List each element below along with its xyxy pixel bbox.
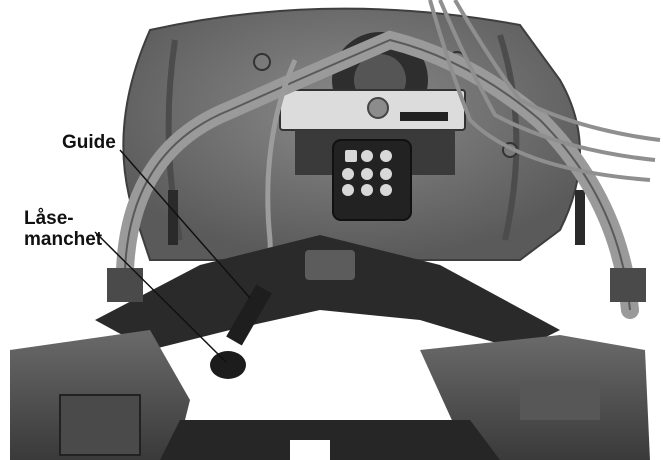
lock-sleeve-label: Låse- manchet <box>24 208 102 250</box>
cable <box>438 0 656 162</box>
bracket-emblem <box>305 250 355 280</box>
cable <box>453 0 661 142</box>
guide-leader-line <box>119 149 251 299</box>
corner-block <box>107 268 143 302</box>
bracket-plate <box>95 235 560 350</box>
frame-tube-edge <box>124 38 631 311</box>
keypad-buttons <box>342 150 392 196</box>
cable <box>428 0 651 182</box>
drum-bolt <box>253 53 271 71</box>
guide-label: Guide <box>62 132 116 153</box>
lock-sleeve-label-line-2: manchet <box>24 229 103 250</box>
lock-sleeve-label-line-1: Låse- <box>24 208 74 229</box>
corner-block <box>610 268 646 302</box>
lock-sleeve <box>210 351 246 379</box>
cable <box>265 58 298 301</box>
cable-guide <box>226 284 272 346</box>
support-leg <box>575 190 585 245</box>
lock-sleeve-leader-line <box>94 231 227 363</box>
support-leg <box>168 190 178 245</box>
countplus-keypad <box>332 139 412 221</box>
drum-rib <box>497 34 520 241</box>
